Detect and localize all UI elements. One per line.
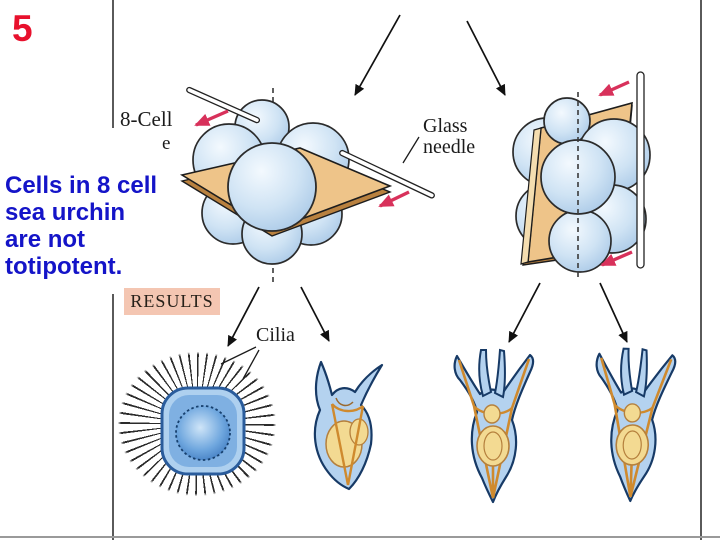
result-arrows — [227, 282, 628, 347]
embryo-8cell-horizontal-cut — [179, 86, 435, 282]
cilia-pointer-lines — [220, 346, 260, 380]
label-cilia: Cilia — [256, 324, 295, 346]
caption-text: Cells in 8 cell sea urchin are not totip… — [5, 172, 158, 280]
frame-bottom-line — [0, 536, 720, 538]
front-blastomeres — [540, 97, 651, 273]
ciliated-ball-larva — [160, 386, 246, 476]
embryo-8cell-vertical-cut — [512, 71, 651, 278]
results-badge: RESULTS — [124, 288, 220, 315]
label-glass-needle: Glass needle — [423, 115, 476, 158]
glass-needle-rod-right — [339, 149, 435, 199]
pluteus-larva-2 — [590, 346, 677, 504]
slide-number: 5 — [12, 8, 33, 49]
glass-needle-pointer-line — [402, 136, 420, 164]
caption-background — [0, 128, 178, 294]
front-blastomere — [227, 142, 317, 232]
cone-larva — [313, 360, 384, 491]
cut-direction-arrows — [194, 109, 410, 208]
pluteus-larva-1 — [453, 348, 535, 504]
top-divider-arrows — [354, 14, 506, 96]
cut-direction-arrows — [598, 80, 633, 267]
frame-right-line — [700, 0, 702, 540]
glass-needle-rod-upper — [186, 86, 261, 124]
label-8cell: 8-Cell — [120, 107, 173, 131]
label-8cell-remnant: e — [162, 133, 171, 154]
glass-needle-rod-vertical — [636, 71, 645, 269]
